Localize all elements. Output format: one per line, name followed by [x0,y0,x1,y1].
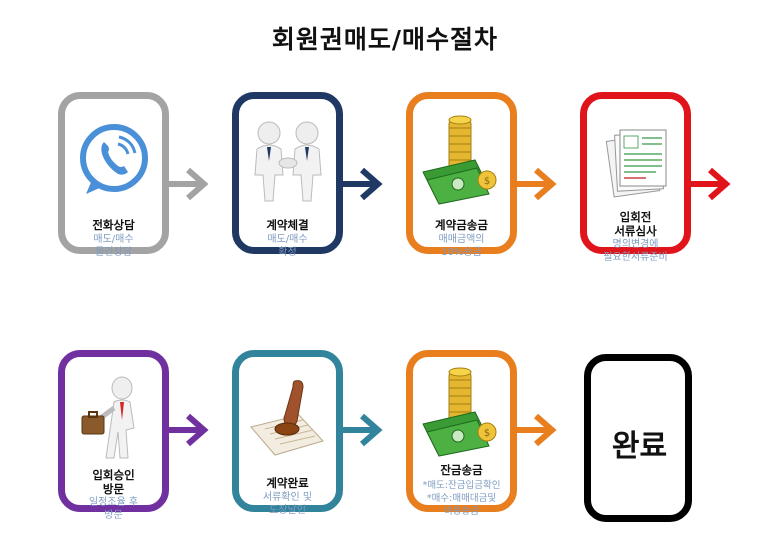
step-title: 전화상담 [92,218,135,232]
step-description: 매도/매수 물건상담 [93,234,134,258]
step-card-contract-complete: 계약완료 서류확인 및 도장날인 [232,350,343,516]
money-stack-icon: $ [418,111,506,209]
step-card-approval-visit: 입회승인 방문 일정조율 후 방문 [58,350,169,521]
arrow-right-icon [690,167,731,201]
step-card-balance-transfer: $ 잔금송금 *매도:잔금입금확인 *매수:매매대금및 비용송금 [406,350,517,517]
step-description: *매도:잔금입금확인 *매수:매매대금및 비용송금 [422,480,501,517]
money-stack-icon: $ [418,363,506,461]
svg-text:$: $ [484,176,490,187]
complete-label: 완료 [611,429,668,464]
step-title: 입회승인 방문 [92,468,135,496]
step-description: 매도/매수 확정 [267,234,308,258]
arrow-right-icon [516,413,557,447]
step-title: 계약금송금 [435,218,488,232]
arrow-right-icon [342,167,383,201]
svg-text:$: $ [484,428,490,439]
step-card-phone-consult: 전화상담 매도/매수 물건상담 [58,92,169,258]
step-card-deposit-transfer: $ 계약금송금 매매금액의 10%송금 [406,92,517,258]
step-title: 계약완료 [266,476,309,490]
step-title: 계약체결 [266,218,309,232]
arrow-right-icon [168,167,209,201]
step-card-document-review: 입회전 서류심사 명의변경에 필요한서류준비 [580,92,691,263]
step-description: 명의변경에 필요한서류준비 [603,239,668,263]
step-description: 서류확인 및 도장날인 [262,492,313,516]
walking-person-icon [70,369,158,467]
handshake-icon [244,111,332,209]
arrow-right-icon [516,167,557,201]
step-card-complete: 완료 [584,354,692,522]
step-title: 잔금송금 [440,463,483,477]
stamp-icon [244,369,332,467]
arrow-right-icon [342,413,383,447]
documents-icon [592,111,680,209]
step-description: 매매금액의 10%송금 [438,234,485,258]
arrow-right-icon [168,413,209,447]
step-card-contract-signing: 계약체결 매도/매수 확정 [232,92,343,258]
phone-chat-icon [70,111,158,209]
page-title: 회원권매도/매수절차 [271,25,499,54]
step-title: 입회전 서류심사 [614,210,657,238]
step-description: 일정조율 후 방문 [88,497,139,521]
